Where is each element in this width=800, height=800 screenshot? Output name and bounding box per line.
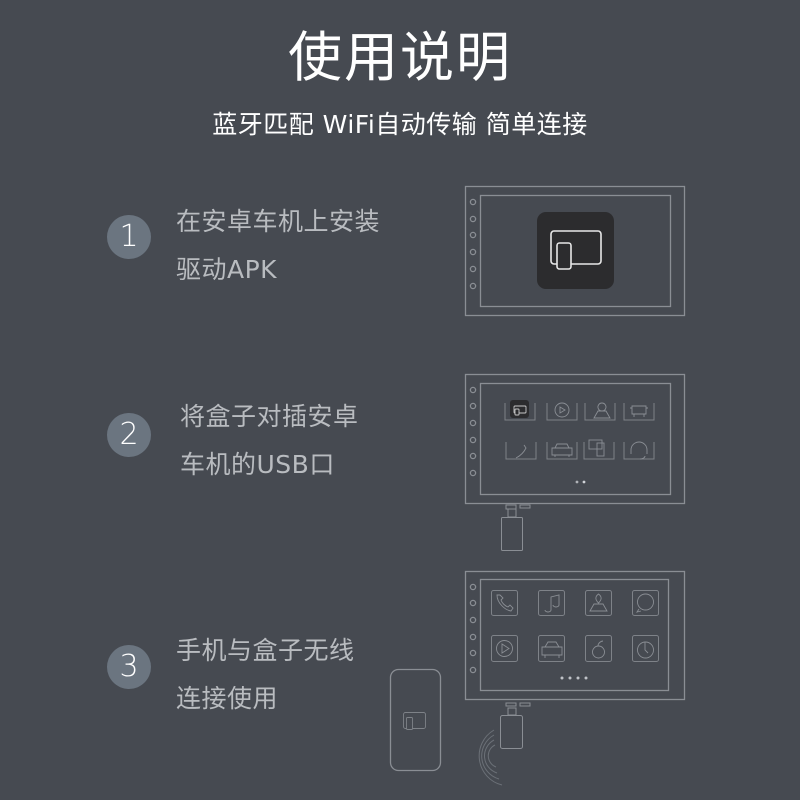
page-dot — [575, 480, 579, 484]
step-1-line-1: 在安卓车机上安装 — [176, 207, 381, 236]
step-2-illustration — [460, 370, 692, 555]
step-2-line-2: 车机的USB口 — [180, 450, 335, 479]
car-head-unit-icon — [389, 570, 686, 786]
play-icon — [491, 635, 518, 662]
car-head-unit-icon — [464, 185, 686, 317]
step-2-line-1: 将盒子对插安卓 — [180, 402, 359, 431]
step-3-number: 3 — [107, 645, 151, 689]
car-icon — [538, 635, 565, 662]
car-head-unit-icon — [464, 373, 686, 551]
app-icon — [537, 212, 614, 289]
whatsapp-icon — [632, 590, 659, 616]
step-2-text: 将盒子对插安卓 车机的USB口 — [180, 393, 359, 489]
step-1-line-2: 驱动APK — [176, 255, 278, 284]
step-2-number: 2 — [107, 413, 151, 457]
step-3-line-1: 手机与盒子无线 — [176, 636, 355, 665]
wireless-signal-icon — [478, 729, 503, 786]
step-3-text: 手机与盒子无线 连接使用 — [176, 627, 355, 723]
step-1-text: 在安卓车机上安装 驱动APK — [176, 198, 380, 294]
car-icon — [551, 443, 573, 457]
headset-icon — [630, 441, 648, 460]
page-dot — [582, 480, 586, 484]
step-1-illustration — [460, 180, 692, 322]
sync-icon — [632, 635, 659, 662]
phone-icon — [491, 590, 518, 616]
siri-icon — [585, 635, 612, 662]
music-icon — [538, 590, 565, 616]
step-1-number: 1 — [107, 215, 151, 259]
step-3-line-2: 连接使用 — [176, 684, 279, 713]
play-icon — [554, 402, 570, 418]
phone-icon — [515, 444, 527, 459]
usb-dongle-icon — [500, 702, 531, 749]
step-3-illustration — [385, 565, 695, 800]
page-title: 使用说明 — [288, 26, 512, 89]
smartphone-icon — [389, 668, 442, 772]
page-dot — [576, 676, 580, 680]
app-icon — [510, 400, 529, 418]
screen-mirror-icon — [588, 439, 603, 450]
usb-dongle-icon — [501, 504, 531, 551]
car-seat-icon — [630, 405, 648, 417]
page-dot — [560, 676, 564, 680]
page-dot — [568, 676, 572, 680]
page-subtitle: 蓝牙匹配 WiFi自动传输 简单连接 — [212, 110, 588, 139]
map-pin-icon — [585, 590, 612, 616]
map-pin-icon — [593, 402, 611, 419]
page-dot — [584, 676, 588, 680]
